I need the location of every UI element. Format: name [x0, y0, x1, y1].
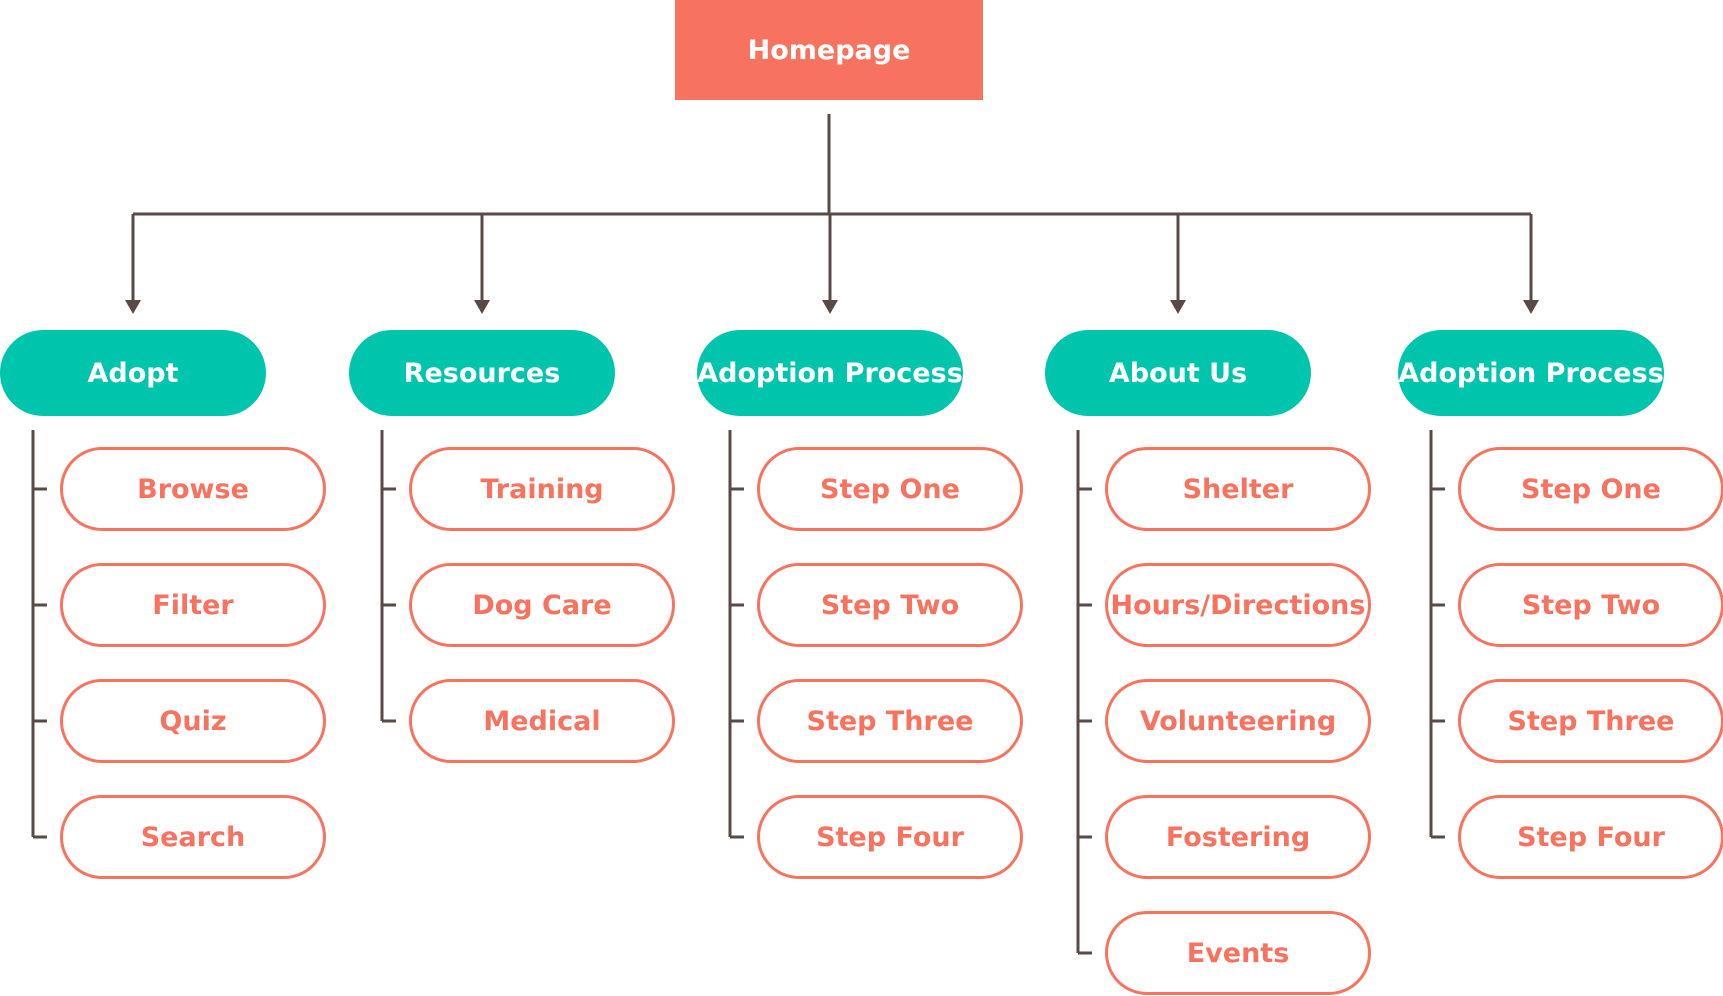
- child-node-0-0[interactable]: Browse: [60, 447, 326, 531]
- child-node-3-1[interactable]: Hours/Directions: [1105, 563, 1371, 647]
- child-node-0-2[interactable]: Quiz: [60, 679, 326, 763]
- child-node-1-1[interactable]: Dog Care: [409, 563, 675, 647]
- section-1-arrow: [474, 300, 490, 314]
- homepage-node[interactable]: Homepage: [675, 0, 983, 100]
- child-node-2-2[interactable]: Step Three: [757, 679, 1023, 763]
- section-node-2[interactable]: Adoption Process: [697, 330, 963, 416]
- child-node-3-4[interactable]: Events: [1105, 911, 1371, 995]
- child-node-1-2[interactable]: Medical: [409, 679, 675, 763]
- child-node-0-3[interactable]: Search: [60, 795, 326, 879]
- child-node-3-0[interactable]: Shelter: [1105, 447, 1371, 531]
- child-node-4-0[interactable]: Step One: [1458, 447, 1723, 531]
- child-node-0-1[interactable]: Filter: [60, 563, 326, 647]
- section-node-0[interactable]: Adopt: [0, 330, 266, 416]
- section-0-arrow: [125, 300, 141, 314]
- child-node-2-0[interactable]: Step One: [757, 447, 1023, 531]
- child-node-4-2[interactable]: Step Three: [1458, 679, 1723, 763]
- child-node-4-1[interactable]: Step Two: [1458, 563, 1723, 647]
- child-node-2-3[interactable]: Step Four: [757, 795, 1023, 879]
- section-node-4[interactable]: Adoption Process: [1398, 330, 1664, 416]
- section-3-arrow: [1170, 300, 1186, 314]
- child-node-4-3[interactable]: Step Four: [1458, 795, 1723, 879]
- child-node-3-2[interactable]: Volunteering: [1105, 679, 1371, 763]
- section-2-arrow: [822, 300, 838, 314]
- section-node-1[interactable]: Resources: [349, 330, 615, 416]
- child-node-1-0[interactable]: Training: [409, 447, 675, 531]
- child-node-3-3[interactable]: Fostering: [1105, 795, 1371, 879]
- child-node-2-1[interactable]: Step Two: [757, 563, 1023, 647]
- section-4-arrow: [1523, 300, 1539, 314]
- section-node-3[interactable]: About Us: [1045, 330, 1311, 416]
